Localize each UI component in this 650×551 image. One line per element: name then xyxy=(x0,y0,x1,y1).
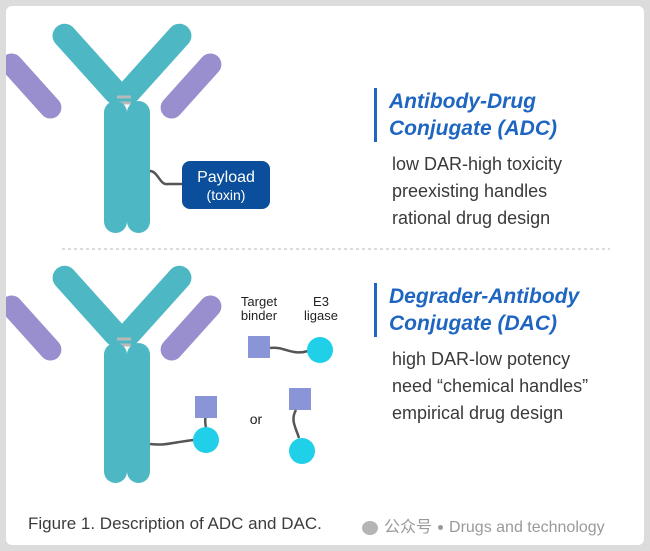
adc-light-chain-right xyxy=(160,53,222,119)
separator-dot-icon xyxy=(438,525,444,531)
adc-linker xyxy=(149,169,182,186)
dac-point-3: empirical drug design xyxy=(392,403,564,423)
payload-label: Payload xyxy=(197,169,255,186)
payload-box xyxy=(182,161,270,209)
e3-ligase-label-2: ligase xyxy=(304,308,338,323)
target-binder-label-1: Target xyxy=(241,294,278,309)
free-target-square xyxy=(248,336,270,358)
dac-point-2: need “chemical handles” xyxy=(392,376,589,396)
dac-heavy-arm-left xyxy=(52,265,128,347)
dac-point-1: high DAR-low potency xyxy=(392,349,571,369)
adc-heading-line2: Conjugate (ADC) xyxy=(389,117,557,140)
adc-stem-left xyxy=(104,101,127,233)
adc-antibody xyxy=(6,23,222,233)
diagram-canvas: Payload (toxin) Target binder E3 ligase xyxy=(6,23,610,483)
target-binder-label-2: binder xyxy=(241,308,278,323)
adc-heading: Antibody-Drug Conjugate (ADC) xyxy=(374,88,557,142)
dac-light-chain-left xyxy=(6,295,62,361)
free-e3-circle xyxy=(307,337,333,363)
watermark: 公众号 Drugs and technology xyxy=(362,513,605,537)
alt-target-square xyxy=(289,388,311,410)
dac-description: high DAR-low potency need “chemical hand… xyxy=(392,346,588,427)
alt-degrader-link xyxy=(292,409,301,439)
dac-antibody xyxy=(6,265,222,483)
adc-point-3: rational drug design xyxy=(392,208,551,228)
dac-linker xyxy=(149,438,195,446)
adc-point-1: low DAR-high toxicity xyxy=(392,154,563,174)
adc-stem-right xyxy=(127,101,150,233)
adc-point-2: preexisting handles xyxy=(392,181,548,201)
e3-ligase-label-1: E3 xyxy=(313,294,329,309)
adc-heavy-arm-left xyxy=(52,23,128,105)
payload-sublabel: (toxin) xyxy=(207,187,246,203)
dac-heavy-arm-right xyxy=(116,265,192,347)
dac-stem-left xyxy=(104,343,127,483)
adc-light-chain-left xyxy=(6,53,62,119)
dac-attached-target-square xyxy=(195,396,217,418)
wechat-icon xyxy=(362,520,378,535)
dac-attached-e3-circle xyxy=(193,427,219,453)
alt-e3-circle xyxy=(289,438,315,464)
dac-heading-line2: Conjugate (DAC) xyxy=(389,312,557,335)
free-degrader-link xyxy=(269,346,309,354)
watermark-text: Drugs and technology xyxy=(449,519,605,536)
dac-light-chain-right xyxy=(160,295,222,361)
watermark-prefix: 公众号 xyxy=(384,519,433,536)
adc-heavy-arm-right xyxy=(116,23,192,105)
adc-description: low DAR-high toxicity preexisting handle… xyxy=(392,151,562,232)
or-label: or xyxy=(250,411,263,427)
dac-heading: Degrader-Antibody Conjugate (DAC) xyxy=(374,283,579,337)
dac-stem-right xyxy=(127,343,150,483)
figure-card: Payload (toxin) Target binder E3 ligase xyxy=(6,6,644,545)
figure-caption: Figure 1. Description of ADC and DAC. xyxy=(28,514,322,533)
dac-heading-line1: Degrader-Antibody xyxy=(389,285,580,308)
adc-heading-line1: Antibody-Drug xyxy=(389,90,536,113)
